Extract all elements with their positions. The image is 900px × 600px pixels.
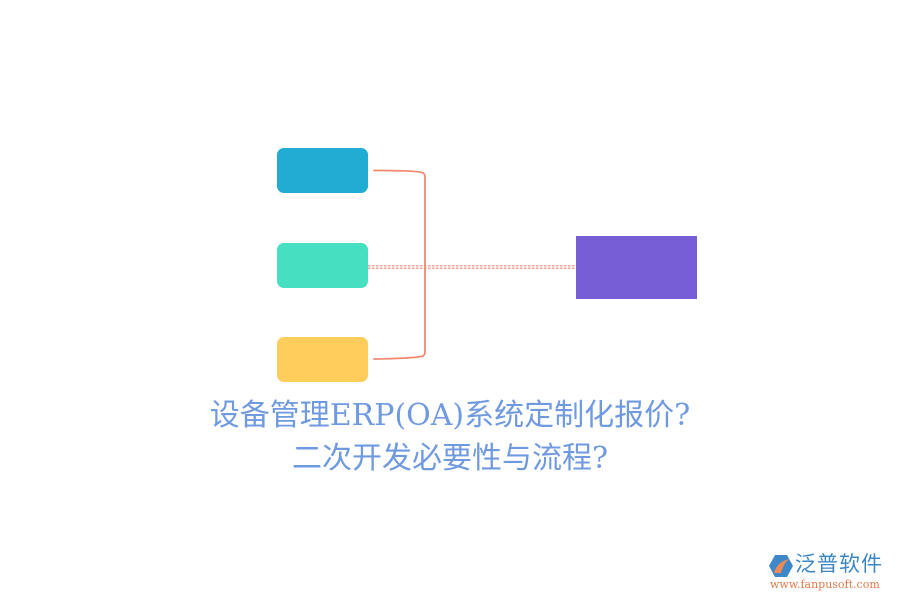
brand-logo: 泛普软件 www.fanpusoft.com xyxy=(768,552,894,594)
diagram-node-3 xyxy=(277,337,368,382)
diagram-node-2 xyxy=(277,243,368,288)
title-line-1: 设备管理ERP(OA)系统定制化报价? xyxy=(209,398,691,433)
diagram-node-target xyxy=(576,236,697,299)
bracket-connector xyxy=(373,169,426,360)
title-line-2: 二次开发必要性与流程? xyxy=(291,441,609,476)
fanpu-logo-icon xyxy=(769,555,793,577)
logo-brand-name: 泛普软件 xyxy=(795,552,883,576)
logo-url: www.fanpusoft.com xyxy=(770,578,880,591)
diagram-node-1 xyxy=(277,148,368,193)
